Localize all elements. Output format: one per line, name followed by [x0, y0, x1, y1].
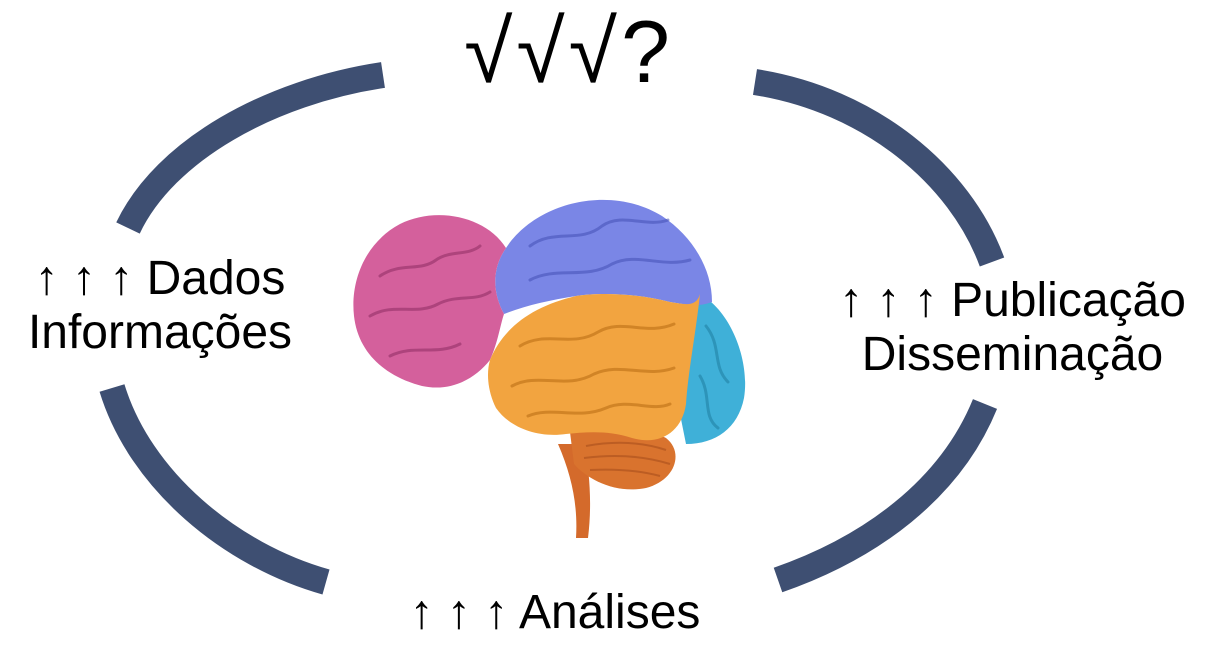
- ring-arc-top-left: [116, 62, 385, 234]
- left-label: ↑ ↑ ↑ Dados Informações: [0, 252, 320, 360]
- frontal-lobe: [353, 215, 506, 388]
- ring-arc-bottom-right: [773, 398, 998, 593]
- right-label-line2: Disseminação: [861, 327, 1164, 381]
- top-label-text: √√√?: [464, 2, 674, 101]
- cerebellum-folds: [583, 441, 671, 477]
- bottom-label: ↑ ↑ ↑ Análises: [360, 586, 750, 640]
- ring-arc-top-right: [752, 69, 1005, 267]
- top-label: √√√?: [394, 0, 744, 104]
- ring-arc-bottom-left: [99, 384, 330, 595]
- ring-segments: [99, 62, 1005, 595]
- bottom-label-text: ↑ ↑ ↑ Análises: [409, 586, 701, 639]
- parietal-lobe: [495, 199, 712, 314]
- temporal-lobe: [488, 294, 700, 441]
- gyri-lines: [368, 218, 730, 430]
- left-label-line1: ↑ ↑ ↑ Dados: [34, 252, 286, 305]
- left-label-line2: Informações: [27, 305, 293, 359]
- right-label-line1: ↑ ↑ ↑ Publicação: [839, 274, 1186, 327]
- right-label: ↑ ↑ ↑ Publicação Disseminação: [812, 274, 1213, 382]
- brain-icon: [353, 199, 746, 538]
